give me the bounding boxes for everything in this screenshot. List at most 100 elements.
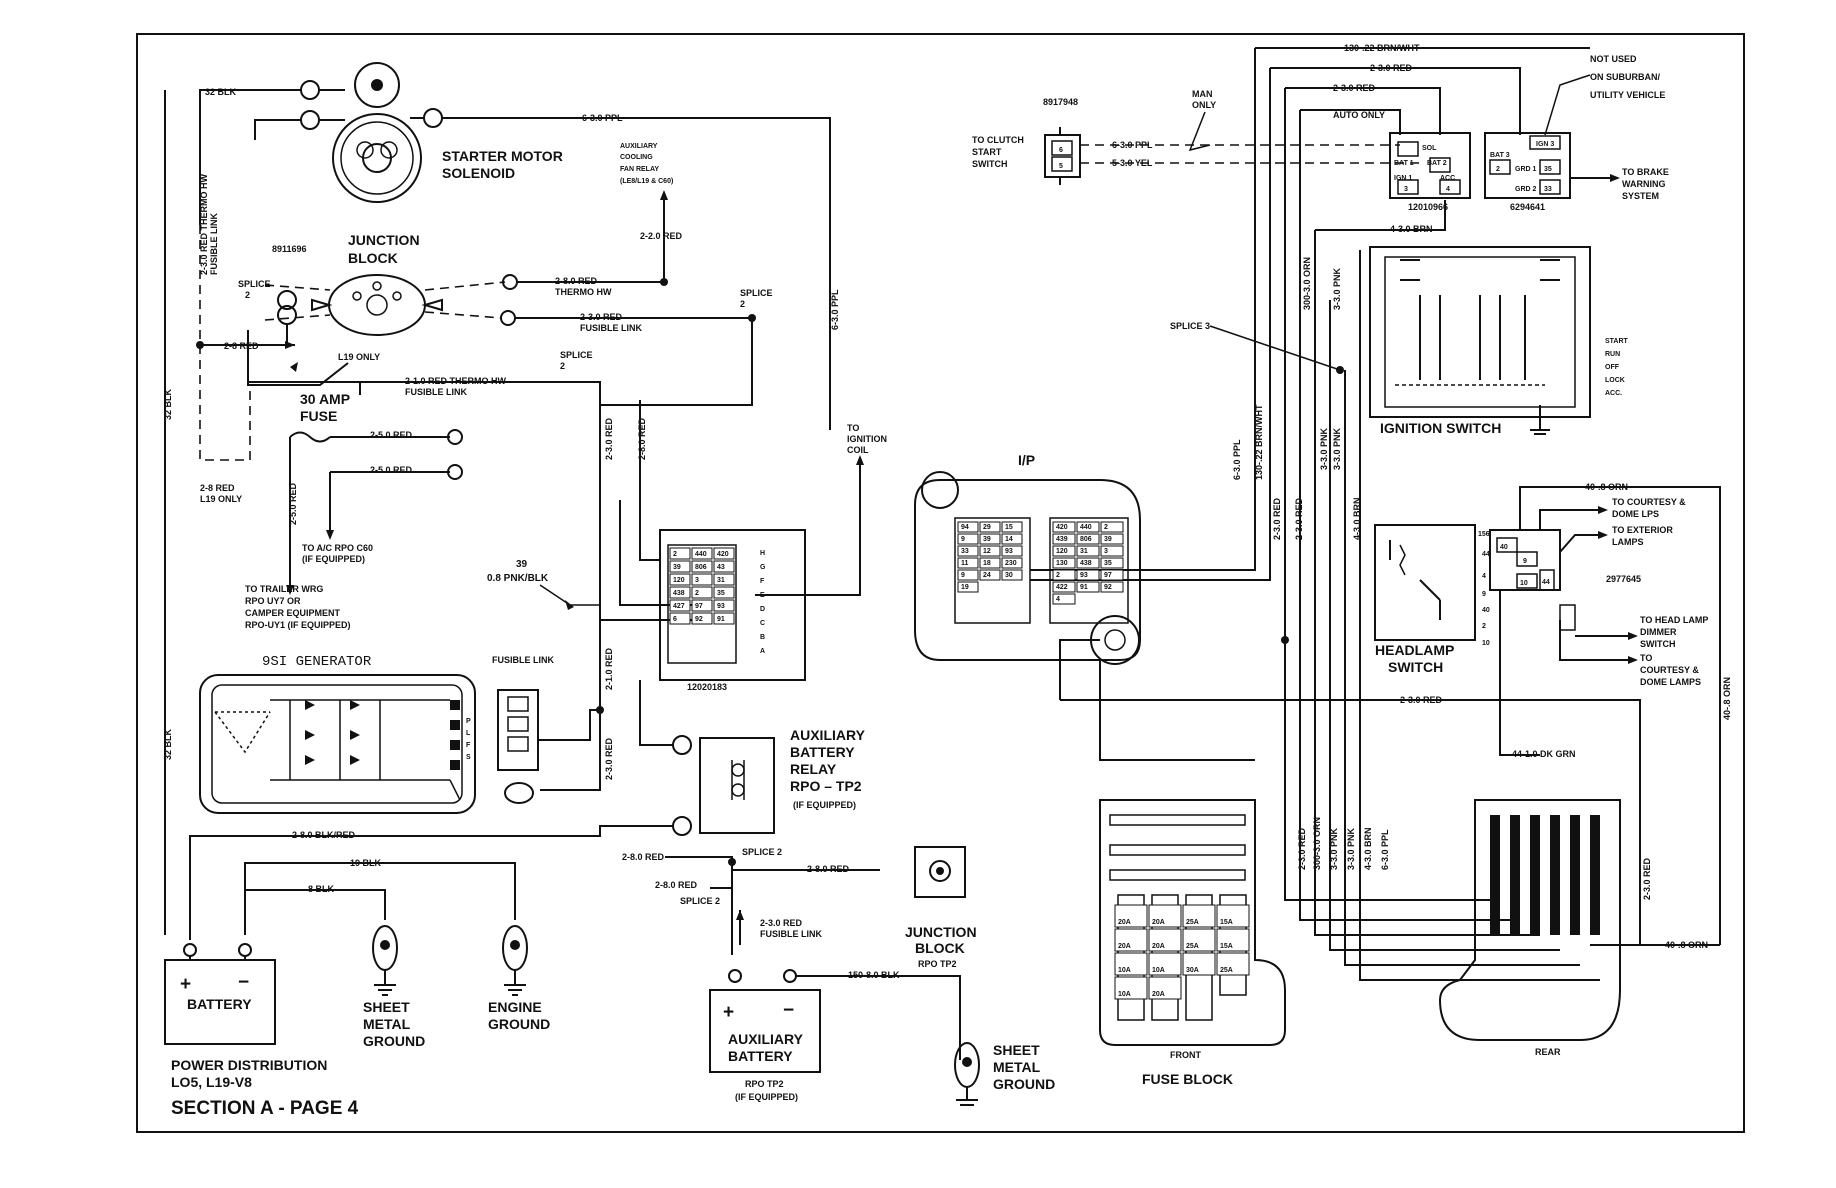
ip-right-cell-label: 31 xyxy=(1080,548,1088,555)
term-label: 3 xyxy=(1404,186,1408,193)
wire-label: 2-3.0 RED xyxy=(1642,857,1652,900)
headlamp-connector xyxy=(1489,529,1576,631)
ip-right-cell-label: 120 xyxy=(1056,548,1068,555)
ip-right-cell-label: 440 xyxy=(1080,524,1092,531)
ip-left-cell-label: 12 xyxy=(983,548,991,555)
headlamp-switch xyxy=(1374,524,1476,641)
section-label: SECTION A - PAGE 4 xyxy=(171,1098,359,1119)
fuse-cell-label: 30A xyxy=(1186,967,1199,974)
wire-label: 19 BLK xyxy=(350,858,382,868)
fuse-cell-label: 10A xyxy=(1118,991,1131,998)
ip-right-cell-label: 3 xyxy=(1104,548,1108,555)
starter-solenoid xyxy=(300,62,443,203)
ip-left-cell xyxy=(957,581,979,593)
wire-label: 40-.8 ORN xyxy=(1722,677,1732,720)
ip-right-cell xyxy=(1076,533,1100,545)
term-label: SOL xyxy=(1422,145,1437,152)
aux-battery-relay xyxy=(672,735,775,836)
wire-label: 130-.22 BRN/WHT xyxy=(1344,43,1420,53)
gen-conn-cell xyxy=(691,599,713,612)
ip-left-cell-label: 24 xyxy=(983,572,991,579)
wire-label: 2-5.0 RED xyxy=(288,482,298,525)
ip-right-cell-label: 4 xyxy=(1056,596,1060,603)
term-label: 35 xyxy=(1544,166,1552,173)
gen-conn-cell-label: 43 xyxy=(717,564,725,571)
fuse-cell xyxy=(1216,904,1250,928)
svg-text:6: 6 xyxy=(1059,147,1063,154)
wire-label: 300-3.0 ORN xyxy=(1302,257,1312,310)
wire-label: 2-3.0 RED xyxy=(1370,63,1413,73)
fuse-cell-label: 10A xyxy=(1152,967,1165,974)
gen-conn-cell-label: 440 xyxy=(695,551,707,558)
ip-right-cell xyxy=(1100,581,1124,593)
wire-label: 300-3.0 ORN xyxy=(1312,817,1322,870)
wire-label: 2-3.0 RED xyxy=(1294,497,1304,540)
part-number: 8917948 xyxy=(1043,97,1078,107)
battery-label: BATTERY xyxy=(187,996,252,1012)
svg-text:5: 5 xyxy=(1059,163,1063,170)
ip-right-cell-label: 806 xyxy=(1080,536,1092,543)
ip-right-cell xyxy=(1100,569,1124,581)
diagram-border xyxy=(136,33,1745,1133)
fuse-block-label: FUSE BLOCK xyxy=(1142,1071,1233,1087)
ip-left-cell xyxy=(957,557,979,569)
wire-label: 6-3.0 PPL xyxy=(582,113,623,123)
gen-conn-cell-label: 427 xyxy=(673,603,685,610)
generator-label: 9SI GENERATOR xyxy=(262,654,372,670)
gen-conn-cell xyxy=(669,612,691,625)
trunk-wires xyxy=(1030,48,1361,660)
term-label: 40 xyxy=(1500,544,1508,551)
ip-right-cell xyxy=(1076,581,1100,593)
gen-conn-cell xyxy=(669,560,691,573)
part-number: 12020183 xyxy=(687,682,727,692)
fuse-cell xyxy=(1182,952,1216,976)
ip-right-cell xyxy=(1076,521,1100,533)
term-label: 4 xyxy=(1446,186,1450,193)
gen-conn-cell xyxy=(713,573,735,586)
term-label: BAT 3 xyxy=(1490,152,1510,159)
fuse-cell-label: 20A xyxy=(1118,943,1131,950)
ip-left-cell-label: 14 xyxy=(1005,536,1013,543)
wire-label: 2-2.0 RED xyxy=(640,231,683,241)
wire-label: 2-3.0 RED xyxy=(1297,827,1307,870)
wire-label: 2-8.0 RED xyxy=(622,852,665,862)
ip-left-cell-label: 9 xyxy=(961,572,965,579)
ring-terminal xyxy=(504,782,534,804)
term-label: 44 xyxy=(1542,579,1550,586)
fuse-cell-label: 25A xyxy=(1186,919,1199,926)
gen-conn-cell-label: 420 xyxy=(717,551,729,558)
wire-label: 5-3.0 YEL xyxy=(1112,158,1153,168)
ip-left-cell xyxy=(1001,569,1023,581)
gen-conn-cell xyxy=(669,586,691,599)
wire-label: 6-3.0 PPL xyxy=(830,289,840,330)
wire-label: 2-3.0 RED xyxy=(1272,497,1282,540)
gen-conn-cell xyxy=(669,573,691,586)
wire-label: 4-3.0 BRN xyxy=(1352,497,1362,540)
gen-conn-cell xyxy=(691,573,713,586)
ip-right-cell xyxy=(1076,557,1100,569)
gen-conn-cell xyxy=(669,547,691,560)
wire-label: 2-8.0 RED xyxy=(637,417,647,460)
part-number: 8911696 xyxy=(272,244,307,254)
ip-left-cell-label: 230 xyxy=(1005,560,1017,567)
fuse-block-rear xyxy=(1438,799,1621,1041)
gen-conn-cell-label: 438 xyxy=(673,590,685,597)
fuse-cell xyxy=(1148,928,1182,952)
gen-conn-side-label: H xyxy=(760,550,765,557)
junction-block-tp2 xyxy=(914,846,966,898)
wire-label: 40-.8 ORN xyxy=(1665,940,1708,950)
engine-ground xyxy=(502,925,528,996)
ip-right-cell xyxy=(1100,557,1124,569)
gen-conn-cell xyxy=(713,547,735,560)
gen-conn-side-label: B xyxy=(760,634,765,641)
